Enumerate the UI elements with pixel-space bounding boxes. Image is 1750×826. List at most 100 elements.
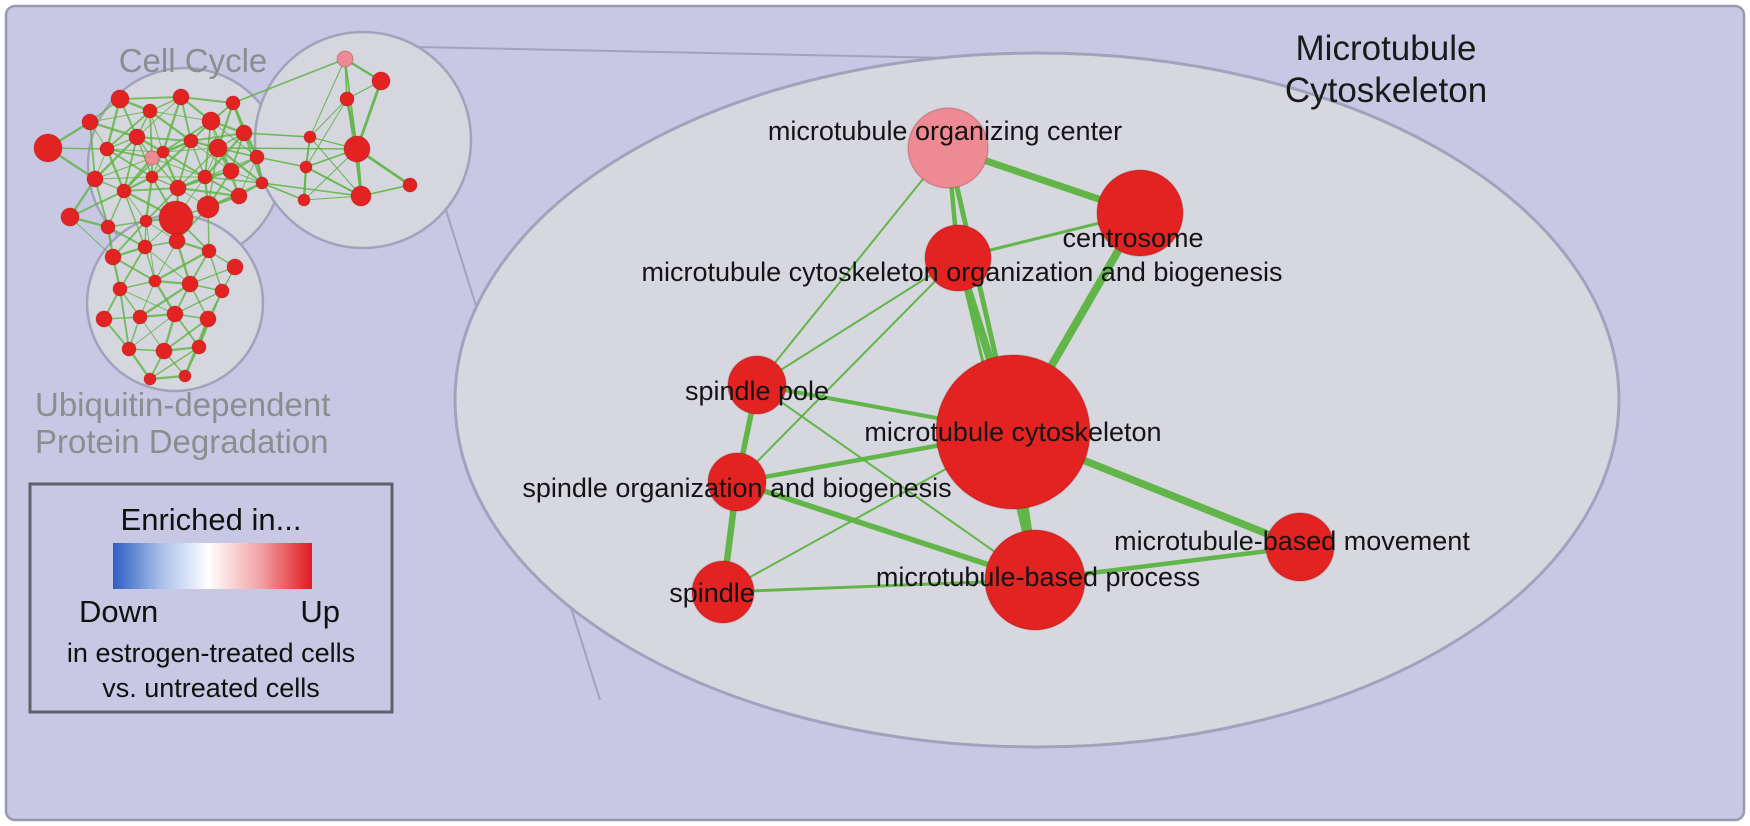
node-sob [707,452,767,512]
overview-node [226,258,244,276]
overview-edge [180,96,234,104]
legend-box [28,482,394,714]
overview-node [158,200,194,236]
node-label-sob: spindle organization and biogenesis [522,473,951,503]
overview-node [166,305,184,323]
overview-edge [106,110,151,150]
overview-edge [112,256,156,282]
overview-node [402,177,418,193]
overview-node [201,111,221,131]
overview-node [299,160,313,174]
node-microtubule-cytoskeleton [935,354,1091,510]
overview-node [336,50,354,68]
overview-edge [112,220,147,258]
node-label-mbp: microtubule-based process [876,562,1200,592]
overview-node [339,91,355,107]
overview-node [199,310,217,328]
overview-edge [189,266,236,285]
overview-node [81,113,99,131]
overview-node [172,88,190,106]
overview-edge [89,110,151,123]
node-label-centrosome: centrosome [1062,223,1203,253]
overview-node [142,103,158,119]
overview-node [144,150,160,166]
overview-node [169,179,187,197]
overview-edge [94,136,138,180]
node-mbp [984,529,1086,631]
overview-edge [154,249,210,283]
overview-edge [177,140,192,189]
overview-edge [309,136,362,197]
overview-node [371,71,391,91]
node-label-spindle-pole: spindle pole [685,376,829,406]
node-centrosome [1096,169,1184,257]
overview-node [128,128,146,146]
overview-node [116,183,132,199]
overview-edge [94,178,109,228]
overview-nodes [33,50,418,386]
overview-edge [149,346,200,380]
edge-spindle--mbp [722,578,1036,594]
overview-node [95,310,113,328]
overview-node [121,341,137,357]
overview-node [197,169,213,185]
overview-edge [119,288,176,315]
legend-gradient-bar [113,543,312,589]
node-label-mcob: microtubule cytoskeleton organization an… [642,257,1283,287]
overview-edge [89,120,138,139]
overview-edge [177,186,240,198]
overview-bridge-edge [217,147,358,150]
overview-edge [107,226,146,248]
overview-node [235,124,253,142]
overview-node [132,309,148,325]
overview-bridge-edge [256,156,307,168]
overview-node [350,185,372,207]
overview-node [112,281,128,297]
node-moc [907,107,989,189]
overview-node [104,248,122,266]
node-label-mbm: microtubule-based movement [1114,526,1470,556]
overview-node [214,283,230,299]
overview-node [208,138,228,158]
overview-edge [149,110,164,153]
overview-node [183,133,199,149]
overview-edge [149,110,212,122]
overview-node [156,145,170,159]
node-label-microtubule-cytoskeleton: microtubule cytoskeleton [864,417,1161,447]
overview-node [222,162,240,180]
overview-edge [305,98,348,168]
legend-up-label: Up [300,594,340,629]
overview-edge [69,190,125,218]
detail-nodes [691,107,1335,631]
overview-edge [309,58,346,138]
overview-bridge-edge [243,132,311,138]
edge-sob--mbp [736,479,1036,583]
overview-edge [151,140,192,178]
overview-edge [119,246,146,290]
node-spindle [691,560,755,624]
overview-edge [89,121,96,180]
overview-edge [149,110,153,159]
overview-node [181,275,199,293]
overview-edge [144,246,191,285]
overview-edge [119,288,130,350]
overview-node [196,195,220,219]
overview-node [145,170,159,184]
edge-mcob--spindle-pole [756,257,959,386]
overview-node [143,372,157,386]
overview-edge [163,318,209,352]
overview-node [343,135,371,163]
node-label-moc: microtubule organizing center [768,116,1122,146]
edge-spindle-pole--mbp [756,384,1036,581]
legend-down-label: Down [79,594,158,629]
overview-node [230,187,248,205]
ubiquitin-cluster-label-line1: Ubiquitin-dependent [35,386,330,423]
overview-node [201,243,217,259]
edge-mcob--sob [736,257,959,483]
overview-node [100,219,116,235]
legend-subtitle-line2: vs. untreated cells [102,673,320,703]
overview-edge [105,148,126,192]
overview-node [33,133,63,163]
overview-edge [69,216,114,258]
overview-edge [94,176,153,180]
